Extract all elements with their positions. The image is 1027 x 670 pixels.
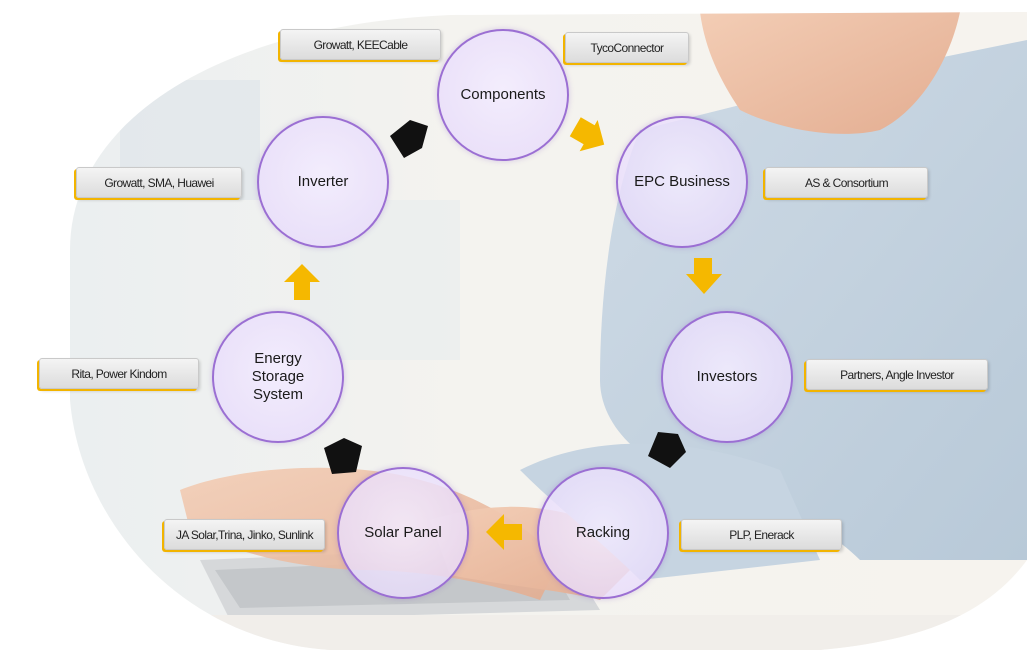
node-label: Energy Storage System (251, 350, 305, 403)
arrow-yellow-icon (569, 117, 605, 152)
node-epc-business: EPC Business (616, 116, 748, 248)
arrow-black-icon (648, 432, 686, 468)
tag-racking: PLP, Enerack (681, 519, 842, 550)
arrow-yellow-icon (284, 264, 320, 300)
tag-label: Growatt, KEECable (313, 37, 408, 52)
tag-label: TycoConnector (590, 40, 665, 55)
tag-components-suppliers: Growatt, KEECable (280, 29, 441, 60)
node-label: Inverter (297, 173, 349, 190)
tag-components-connector: TycoConnector (565, 32, 689, 63)
tag-label: Growatt, SMA, Huawei (104, 175, 214, 190)
tag-label: Rita, Power Kindom (71, 366, 167, 381)
tag-inverter: Growatt, SMA, Huawei (76, 167, 242, 198)
node-investors: Investors (661, 311, 793, 443)
tag-label: JA Solar,Trina, Jinko, Sunlink (176, 527, 314, 542)
tag-solar-panel: JA Solar,Trina, Jinko, Sunlink (164, 519, 325, 550)
node-label: Racking (575, 524, 631, 541)
tag-label: PLP, Enerack (729, 527, 794, 542)
node-label: Investors (696, 368, 758, 385)
tag-label: AS & Consortium (804, 175, 889, 190)
node-solar-panel: Solar Panel (337, 467, 469, 599)
node-label: Components (460, 86, 546, 103)
tag-energy-storage: Rita, Power Kindom (39, 358, 199, 389)
tag-epc-business: AS & Consortium (765, 167, 928, 198)
arrow-yellow-icon (486, 514, 522, 550)
node-label: EPC Business (634, 173, 730, 190)
node-racking: Racking (537, 467, 669, 599)
arrow-black-icon (390, 120, 428, 158)
tag-investors: Partners, Angle Investor (806, 359, 988, 390)
node-energy-storage-system: Energy Storage System (212, 311, 344, 443)
node-label: Solar Panel (364, 524, 442, 541)
arrow-black-icon (324, 438, 362, 474)
tag-label: Partners, Angle Investor (840, 367, 954, 382)
node-components: Components (437, 29, 569, 161)
arrow-yellow-icon (686, 258, 722, 294)
node-inverter: Inverter (257, 116, 389, 248)
